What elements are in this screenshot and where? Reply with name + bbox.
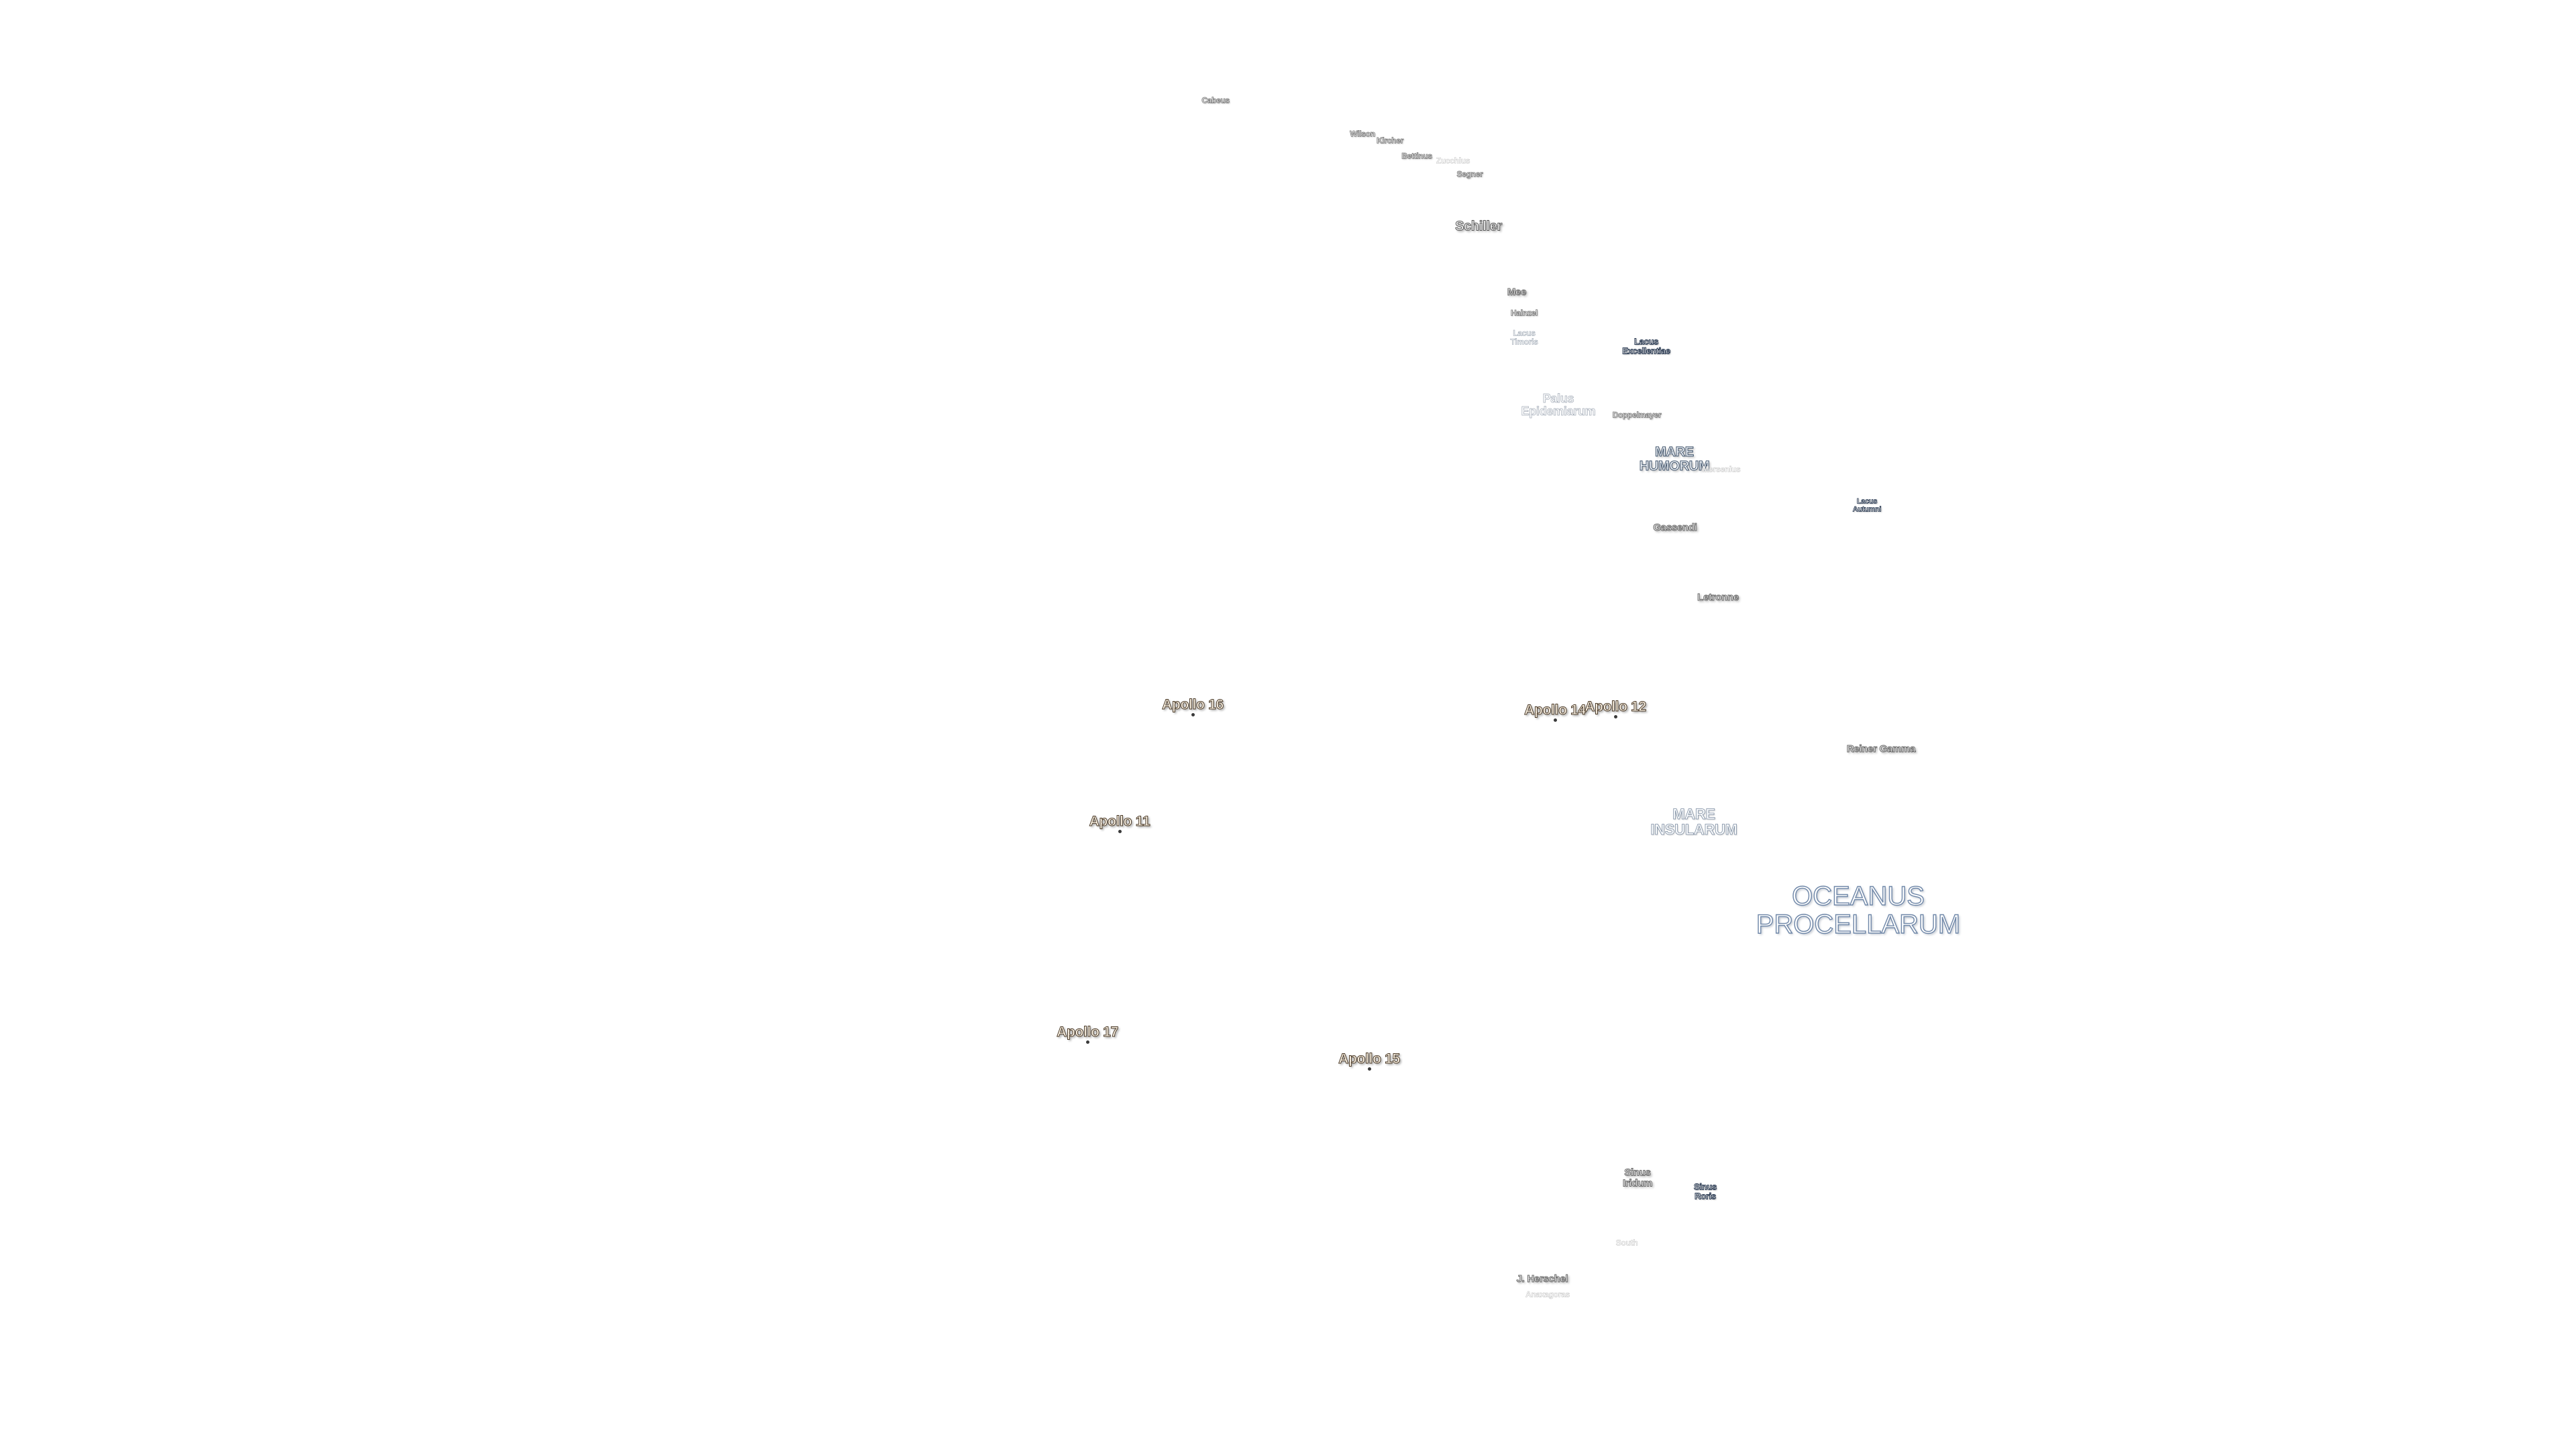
label-hainzel: Hainzel [1511, 308, 1538, 318]
label-palus-epidemiarum: Palus Epidemiarum [1521, 392, 1596, 418]
label-oceanus-procellarum: OCEANUS PROCELLARUM [1756, 881, 1961, 939]
apollo-14-marker [1554, 718, 1557, 722]
label-mare-insularum: MARE INSULARUM [1650, 805, 1737, 838]
label-mare-humorum: MARE HUMORUM [1639, 445, 1710, 474]
label-apollo-11: Apollo 11 [1089, 813, 1150, 829]
label-apollo-12: Apollo 12 [1585, 698, 1647, 714]
label-sinus-iridum: Sinus Iridum [1622, 1167, 1653, 1189]
label-zucchius: Zucchius [1436, 156, 1470, 166]
label-anaxagoras: Anaxagoras [1525, 1289, 1570, 1299]
label-apollo-17: Apollo 17 [1057, 1024, 1119, 1040]
label-lacus-excellentiae: Lacus Excellentiae [1622, 336, 1671, 356]
label-doppelmayer: Doppelmayer [1612, 410, 1662, 420]
apollo-15-marker [1368, 1067, 1371, 1071]
label-letronne: Letronne [1697, 592, 1739, 604]
label-schiller: Schiller [1455, 219, 1503, 234]
apollo-11-marker [1118, 830, 1122, 833]
label-sinus-roris: Sinus Roris [1694, 1181, 1717, 1201]
label-wilson: Wilson [1350, 129, 1376, 139]
label-lacus-autumni: Lacus Autumni [1852, 497, 1882, 513]
label-bettinus: Bettinus [1401, 151, 1433, 161]
label-apollo-14: Apollo 14 [1524, 702, 1587, 718]
label-mee: Mee [1507, 286, 1527, 299]
apollo-12-marker [1614, 715, 1617, 718]
label-reiner-gamma: Reiner Gamma [1846, 743, 1916, 755]
label-kircher: Kircher [1377, 136, 1404, 146]
label-cabeus: Cabeus [1201, 95, 1230, 105]
apollo-17-marker [1086, 1040, 1089, 1044]
label-mersenius: Mersenius [1702, 464, 1741, 474]
label-gassendi: Gassendi [1653, 522, 1697, 534]
label-apollo-16: Apollo 16 [1162, 696, 1224, 712]
label-segner: Segner [1456, 169, 1483, 179]
label-south: South [1615, 1238, 1638, 1248]
label-j-herschel: J. Herschel [1516, 1273, 1568, 1285]
apollo-16-marker [1191, 713, 1195, 716]
label-lacus-timoris: Lacus Timoris [1510, 328, 1538, 346]
label-apollo-15: Apollo 15 [1338, 1051, 1401, 1067]
